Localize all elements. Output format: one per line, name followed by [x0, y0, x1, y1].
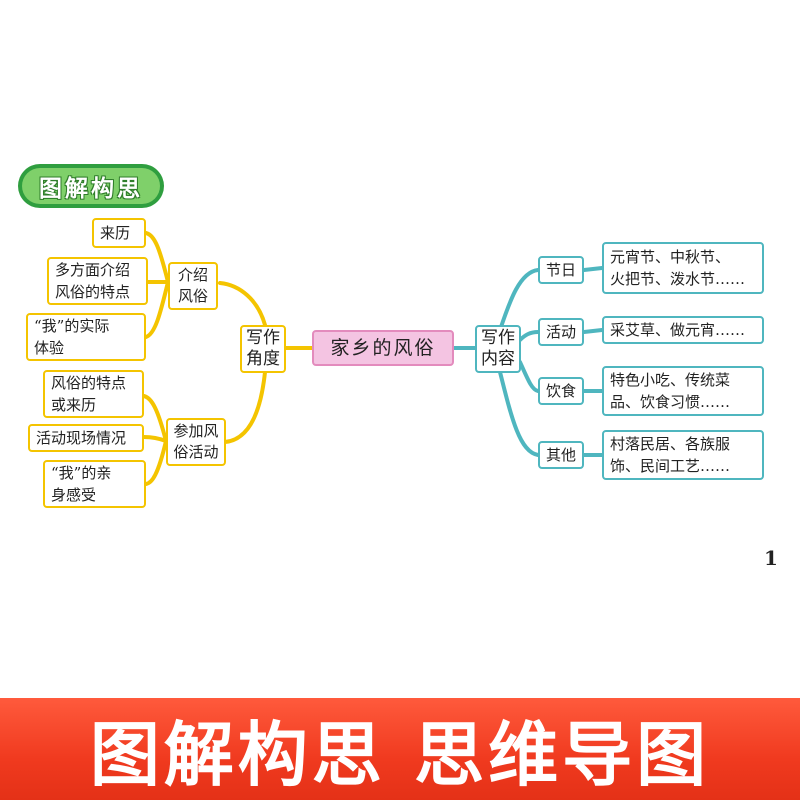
left-group-introduce-custom: 介绍 风俗 [168, 262, 218, 310]
left-item-feelings: “我”的亲 身感受 [43, 460, 146, 508]
link-group2-item1 [142, 394, 168, 443]
link-rhub-huo [518, 330, 540, 342]
right-group-activity: 活动 [538, 318, 584, 346]
bottom-banner: 图解构思 思维导图 [0, 698, 800, 800]
right-hub-writing-content: 写作 内容 [475, 325, 521, 373]
left-item-features-origin: 风俗的特点 或来历 [43, 370, 144, 418]
link-group2-item3 [144, 439, 168, 486]
left-item-scene: 活动现场情况 [28, 424, 144, 452]
left-hub-writing-angle: 写作 角度 [240, 325, 286, 373]
link-rhub-jie [498, 268, 540, 332]
page-number: 1 [764, 546, 778, 570]
left-item-experience: “我”的实际 体验 [26, 313, 146, 361]
left-item-origin: 来历 [92, 218, 146, 248]
diagram-badge: 图解构思 [18, 164, 164, 208]
link-huo-detail [582, 328, 604, 334]
link-jie-detail [582, 266, 604, 272]
link-group1-item1 [144, 231, 170, 284]
right-group-other: 其他 [538, 441, 584, 469]
badge-label: 图解构思 [22, 168, 160, 204]
link-rhub-yin [518, 360, 540, 393]
right-detail-other: 村落民居、各族服 饰、民间工艺…… [602, 430, 764, 480]
left-group-join-activity: 参加风 俗活动 [166, 418, 226, 466]
link-group2-item2 [142, 435, 168, 443]
right-group-festival: 节日 [538, 256, 584, 284]
right-detail-food: 特色小吃、传统菜 品、饮食习惯…… [602, 366, 764, 416]
link-group1-item3 [144, 280, 170, 339]
central-topic: 家乡的风俗 [312, 330, 454, 366]
right-detail-festival: 元宵节、中秋节、 火把节、泼水节…… [602, 242, 764, 294]
banner-text: 图解构思 思维导图 [89, 713, 711, 796]
link-rhub-qi [498, 370, 540, 457]
link-hub-group1 [218, 281, 267, 327]
right-detail-activity: 采艾草、做元宵…… [602, 316, 764, 344]
left-item-features: 多方面介绍 风俗的特点 [47, 257, 148, 305]
right-group-food: 饮食 [538, 377, 584, 405]
link-hub-group2 [223, 370, 267, 444]
